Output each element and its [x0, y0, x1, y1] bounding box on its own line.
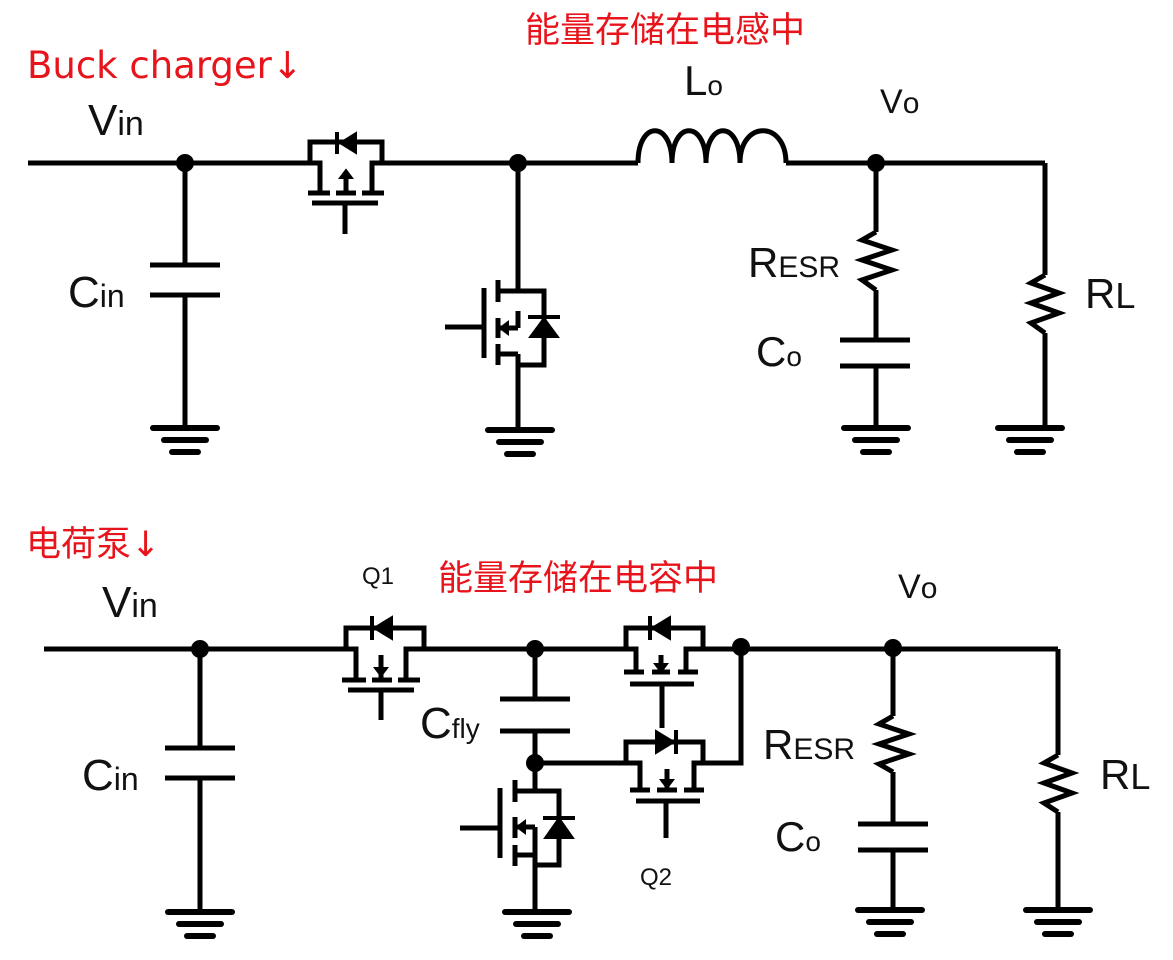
buck-co-capacitor [840, 337, 910, 428]
buck-high-side-mosfet-icon [307, 131, 385, 234]
buck-circuit: Buck charger↓ 能量存储在电感中 Vin Cin [27, 11, 1135, 454]
pump-rl-resistor-icon [1036, 649, 1080, 910]
pump-note: 能量存储在电容中 [438, 559, 718, 599]
buck-co-label: Co [756, 328, 802, 375]
buck-low-side-mosfet-icon [445, 163, 560, 428]
pump-resr-label: RESR [763, 721, 855, 768]
pump-resr-resistor-icon [871, 648, 917, 824]
buck-title: Buck charger↓ [27, 44, 303, 87]
buck-rl-label: RL [1085, 270, 1135, 317]
buck-cin-label: Cin [68, 268, 125, 317]
pump-low-side-mosfet-icon [460, 763, 575, 912]
ground-icon [858, 910, 922, 934]
ground-icon [153, 428, 217, 452]
pump-cin-label: Cin [82, 751, 139, 800]
pump-q2-lower-mosfet-icon [535, 647, 744, 838]
ground-icon [505, 912, 569, 936]
ground-icon [488, 430, 552, 454]
pump-vo-label: Vo [898, 568, 937, 606]
pump-cfly-capacitor [500, 649, 570, 763]
pump-co-label: Co [775, 813, 821, 860]
buck-resr-resistor-icon [854, 163, 900, 340]
buck-inductor-icon [635, 128, 789, 164]
pump-q1-mosfet-icon [342, 615, 427, 720]
pump-q2-label: Q2 [640, 864, 672, 891]
pump-q1-label: Q1 [362, 563, 394, 590]
pump-vin-label: Vin [102, 578, 158, 627]
buck-resr-label: RESR [748, 239, 840, 286]
ground-icon [1026, 910, 1090, 934]
charge-pump-circuit: 电荷泵↓ 能量存储在电容中 Vin Q1 Q2 Cin [26, 525, 1150, 936]
ground-icon [844, 428, 908, 452]
buck-note: 能量存储在电感中 [525, 11, 805, 51]
pump-title: 电荷泵↓ [26, 525, 160, 565]
buck-vin-label: Vin [88, 96, 144, 145]
ground-icon [998, 428, 1062, 452]
pump-q2-upper-mosfet-icon [623, 615, 706, 728]
buck-rl-resistor-icon [1023, 163, 1067, 428]
buck-cin-capacitor [150, 163, 220, 428]
buck-vo-label: Vo [880, 83, 919, 121]
buck-lo-label: Lo [684, 57, 723, 104]
pump-cin-capacitor [165, 649, 235, 912]
ground-icon [168, 912, 232, 936]
pump-rl-label: RL [1100, 751, 1150, 798]
pump-co-capacitor [858, 821, 928, 910]
pump-cfly-label: Cfly [420, 699, 480, 748]
